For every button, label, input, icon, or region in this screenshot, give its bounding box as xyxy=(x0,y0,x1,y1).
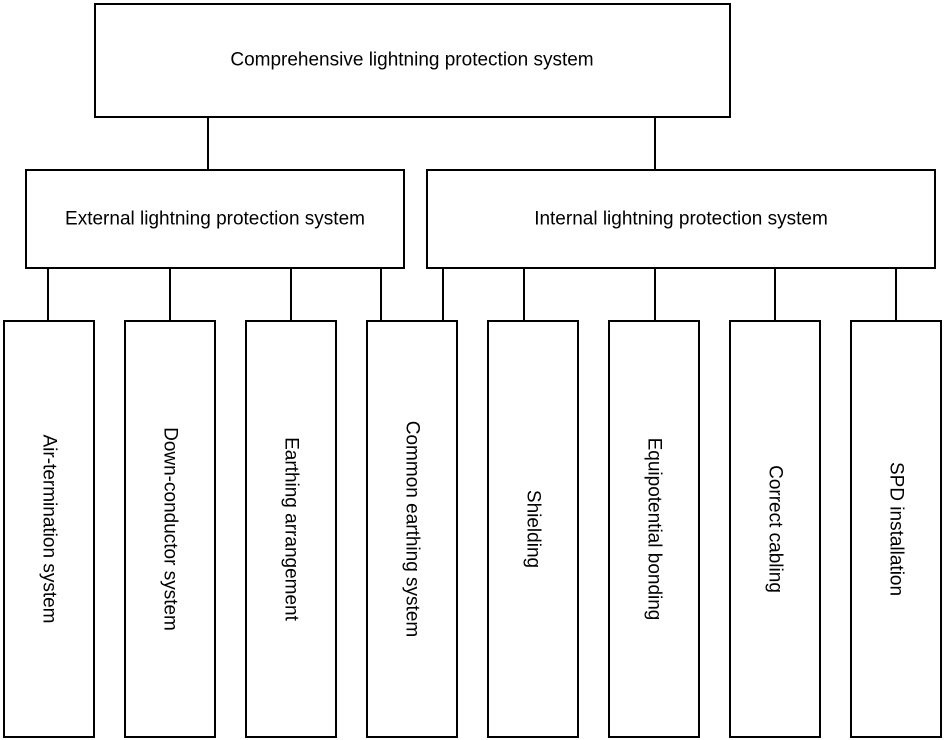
leaf-box-3 xyxy=(245,320,337,738)
group-node-internal: Internal lightning protection system xyxy=(426,169,936,269)
leaf-node-8: SPD installation xyxy=(850,320,942,738)
group-box-external xyxy=(25,169,405,269)
group-label-external: External lightning protection system xyxy=(65,209,365,230)
leaf-label-7: Correct cabling xyxy=(765,465,786,593)
leaf-box-6 xyxy=(608,320,700,738)
leaf-label-2: Down-conductor system xyxy=(160,427,181,631)
root-label: Comprehensive lightning protection syste… xyxy=(230,50,593,71)
leaf-label-8: SPD installation xyxy=(886,462,907,596)
leaf-label-6: Equipotential bonding xyxy=(644,438,665,621)
leaf-box-4 xyxy=(366,320,458,738)
leaf-node-1: Air-termination system xyxy=(3,320,95,738)
leaf-node-5: Shielding xyxy=(487,320,579,738)
leaf-label-3: Earthing arrangement xyxy=(281,437,302,621)
root-node: Comprehensive lightning protection syste… xyxy=(94,3,731,118)
root-box xyxy=(94,3,731,118)
leaf-label-4: Common earthing system xyxy=(402,421,423,637)
leaf-node-4: Common earthing system xyxy=(366,320,458,738)
leaf-box-5 xyxy=(487,320,579,738)
leaf-box-8 xyxy=(850,320,942,738)
group-node-external: External lightning protection system xyxy=(25,169,405,269)
connectors xyxy=(47,117,897,321)
leaf-label-1: Air-termination system xyxy=(39,435,60,624)
leaf-label-5: Shielding xyxy=(523,490,544,568)
leaf-box-1 xyxy=(3,320,95,738)
leaf-node-2: Down-conductor system xyxy=(124,320,216,738)
leaf-box-2 xyxy=(124,320,216,738)
leaf-box-7 xyxy=(729,320,821,738)
leaf-node-7: Correct cabling xyxy=(729,320,821,738)
leaf-node-6: Equipotential bonding xyxy=(608,320,700,738)
group-box-internal xyxy=(426,169,936,269)
group-label-internal: Internal lightning protection system xyxy=(534,209,828,230)
leaf-node-3: Earthing arrangement xyxy=(245,320,337,738)
